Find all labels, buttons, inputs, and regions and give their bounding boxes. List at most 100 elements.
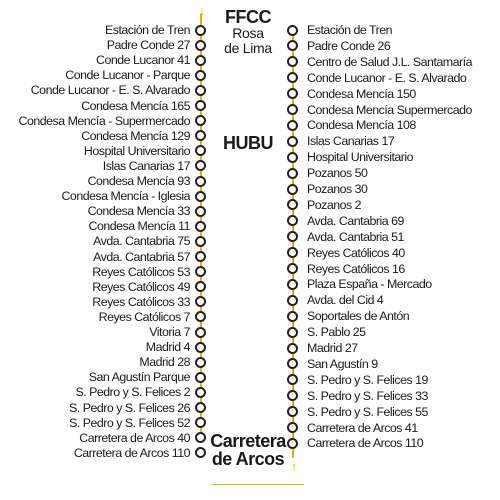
left-stop: Madrid 28 — [139, 354, 206, 371]
arrow-down-icon: ↓ — [198, 3, 206, 18]
hub-carretera-line1: Carretera — [210, 431, 286, 451]
stop-label: Reyes Católicos 40 — [307, 245, 405, 260]
left-stop: Condesa Mencía 129 — [81, 127, 206, 144]
stop-marker-icon — [195, 54, 206, 66]
stop-label: Condesa Mencía 150 — [307, 86, 416, 101]
left-stop: Reyes Católicos 7 — [99, 308, 206, 325]
stop-marker-icon — [195, 190, 206, 202]
stop-label: Avda. Cantabria 57 — [93, 249, 190, 264]
stop-label: Reyes Católicos 53 — [92, 264, 190, 279]
stop-label: Carretera de Arcos 110 — [307, 436, 424, 451]
left-stop: Condesa Mencía 33 — [88, 203, 206, 220]
stop-marker-icon — [195, 341, 206, 353]
right-stop: S. Pedro y S. Felices 19 — [287, 371, 428, 388]
left-stop: Madrid 4 — [146, 339, 206, 356]
stop-marker-icon — [195, 296, 206, 308]
stop-marker-icon — [287, 183, 298, 195]
stop-marker-icon — [287, 56, 298, 68]
stop-label: S. Pedro y S. Felices 55 — [307, 404, 428, 419]
stop-label: Pozanos 30 — [307, 182, 368, 196]
right-stop: Madrid 27 — [287, 340, 358, 357]
stop-label: Plaza España - Mercado — [307, 277, 432, 292]
left-stop: Reyes Católicos 33 — [92, 293, 206, 310]
stop-label: Avda. del Cid 4 — [307, 293, 384, 308]
hub-ffcc-title: FFCC — [225, 7, 272, 27]
stop-label: Condesa Mencía - Iglesia — [61, 189, 190, 204]
stop-label: S. Pedro y S. Felices 26 — [69, 400, 190, 415]
stop-marker-icon — [195, 115, 206, 127]
right-stop: Centro de Salud J.L. Santamaría — [287, 53, 472, 70]
stop-label: Condesa Mencía 129 — [81, 128, 190, 143]
right-stop: Soportales de Antón — [287, 308, 410, 325]
stop-label: Reyes Católicos 7 — [98, 309, 191, 324]
stop-marker-icon — [287, 88, 298, 100]
stop-label: S. Pedro y S. Felices 19 — [307, 372, 428, 387]
stop-marker-icon — [195, 417, 206, 429]
hub-ffcc: FFCC Rosa de Lima — [212, 8, 284, 56]
stop-marker-icon — [195, 39, 206, 51]
stop-marker-icon — [195, 235, 206, 247]
stop-label: San Agustín 9 — [307, 356, 378, 371]
left-stop: Reyes Católicos 53 — [92, 263, 206, 280]
left-stop: Islas Canarias 17 — [103, 157, 206, 174]
right-stop: Avda. del Cid 4 — [287, 292, 384, 309]
left-stop: S. Pedro y S. Felices 2 — [75, 384, 206, 401]
stop-marker-icon — [287, 104, 298, 115]
stop-label: Condesa Mencía 33 — [87, 204, 191, 219]
stop-label: Conde Lucanor 41 — [96, 53, 190, 68]
stop-marker-icon — [195, 356, 206, 368]
hub-hubu-title: HUBU — [223, 133, 274, 153]
stop-marker-icon — [287, 119, 298, 131]
right-stop: Pozanos 2 — [287, 196, 362, 213]
right-stop: Pozanos 50 — [287, 165, 368, 182]
stop-marker-icon — [287, 24, 298, 36]
right-stop: Reyes Católicos 40 — [287, 244, 405, 261]
stop-label: Madrid 27 — [307, 341, 358, 355]
hub-carretera: Carretera de Arcos — [208, 432, 288, 468]
hub-ffcc-line2: de Lima — [224, 40, 272, 56]
stop-marker-icon — [287, 40, 298, 52]
right-stop: Pozanos 30 — [287, 181, 368, 198]
stop-label: Condesa Mencía Supermercado — [307, 102, 472, 117]
stop-marker-icon — [287, 437, 298, 449]
stop-label: S. Pedro y S. Felices 2 — [75, 385, 190, 400]
right-stop: S. Pedro y S. Felices 33 — [287, 387, 428, 404]
stop-label: Vitoria 7 — [149, 325, 190, 339]
stop-label: Estación de Tren — [307, 23, 392, 37]
left-stop: Conde Lucanor 41 — [96, 52, 206, 69]
stop-label: Centro de Salud J.L. Santamaría — [307, 54, 472, 69]
stop-marker-icon — [195, 145, 206, 157]
left-stop: Condesa Mencía 11 — [89, 218, 206, 235]
left-stop: Conde Lucanor - E. S. Alvarado — [31, 82, 206, 99]
right-stop: Carretera de Arcos 41 — [287, 419, 418, 436]
hub-ffcc-line1: Rosa — [232, 25, 264, 41]
left-stop: Estación de Tren — [105, 22, 206, 39]
stop-label: San Agustín Parque — [88, 370, 191, 385]
stop-label: S. Pedro y S. Felices 33 — [307, 388, 428, 403]
stop-marker-icon — [287, 342, 298, 354]
stop-label: Islas Canarias 17 — [307, 134, 395, 149]
stop-label: S. Pedro y S. Felices 52 — [69, 415, 190, 430]
left-stop: Carretera de Arcos 40 — [79, 429, 206, 446]
right-stop: Avda. Cantabria 51 — [287, 228, 404, 245]
stop-label: Avda. Cantabria 75 — [93, 234, 190, 249]
stop-marker-icon — [195, 281, 206, 293]
stop-label: Estación de Tren — [105, 23, 190, 37]
stop-marker-icon — [195, 447, 206, 459]
stop-marker-icon — [287, 390, 298, 402]
stop-label: Carretera de Arcos 110 — [73, 445, 191, 460]
hub-hubu: HUBU — [212, 134, 284, 152]
stop-label: Condesa Mencía - Supermercado — [18, 113, 191, 128]
right-stop: Condesa Mencía 108 — [287, 117, 416, 134]
stop-marker-icon — [195, 24, 206, 36]
left-stop: Reyes Católicos 49 — [92, 278, 206, 295]
stop-marker-icon — [195, 371, 206, 383]
right-stop: Condesa Mencía 150 — [287, 85, 416, 102]
stop-marker-icon — [287, 374, 298, 386]
stop-label: Avda. Cantabria 69 — [307, 213, 404, 228]
arrow-up-icon: ↑ — [290, 459, 298, 474]
right-stop: Estación de Tren — [287, 22, 392, 39]
left-stop: Conde Lucanor - Parque — [65, 67, 206, 84]
bottom-rule — [212, 484, 304, 485]
stop-marker-icon — [195, 130, 206, 142]
